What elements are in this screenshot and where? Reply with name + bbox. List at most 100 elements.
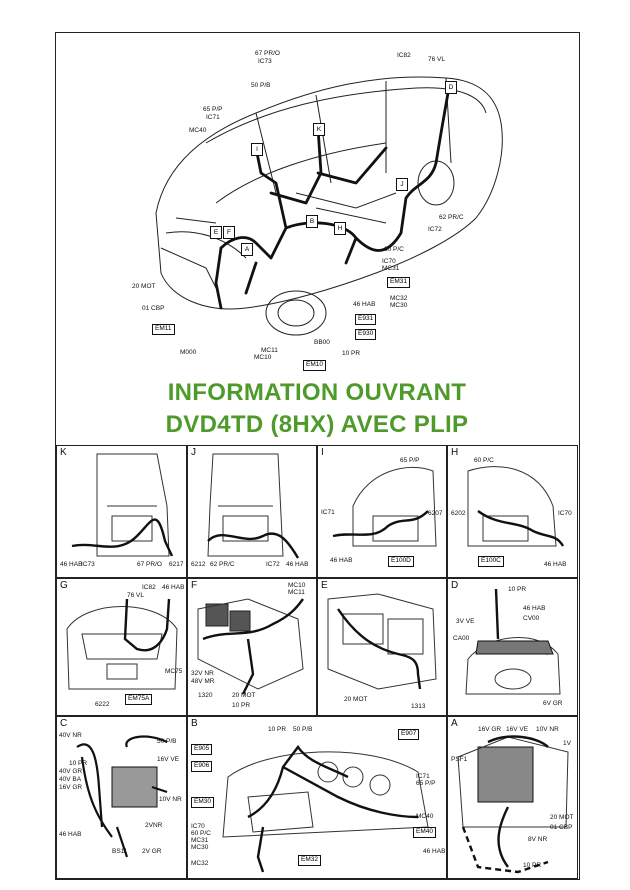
label-20-mot: 20 MOT (132, 283, 156, 290)
connector-em32: EM32 (298, 855, 321, 866)
panel-b-label: MC32 (191, 860, 209, 867)
panel-c-label: 16V GR (59, 784, 83, 791)
panel-g-label: 76 VL (127, 592, 144, 599)
label-bb00: BB00 (314, 339, 330, 346)
panel-b-label: MC40 (416, 813, 434, 820)
panel-a-drawing (457, 735, 569, 874)
label-01-cbp: 01 CBP (142, 305, 165, 312)
label-10-pr: 10 PR (342, 350, 361, 357)
panel-c-label: 10V NR (159, 796, 182, 803)
panel-e-drawing (327, 593, 437, 690)
panel-a-label: 01 CBP (550, 824, 573, 831)
panel-b-label: MC30 (191, 844, 209, 851)
panel-e-label: 20 MOT (344, 696, 368, 703)
overview-drawing: 67 PR/O IC73 50 P/B 65 P/P IC71 MC40 IC8… (56, 33, 578, 443)
label-ic71: IC71 (206, 114, 220, 121)
panel-j-label: IC72 (266, 561, 280, 568)
panel-a-label: 20 MOT (550, 814, 574, 821)
panel-h: H 60 P/C 6202 IC70 46 HAB E100C (447, 445, 578, 578)
panel-i-letter: I (321, 447, 324, 458)
label-67-pr-o: 67 PR/O (255, 50, 280, 57)
label-m000: M000 (180, 349, 197, 356)
label-ic82: IC82 (397, 52, 411, 59)
label-mc40: MC40 (189, 127, 207, 134)
connector-em31: EM31 (387, 277, 410, 288)
panel-b-label: 46 HAB (423, 848, 446, 855)
connector-e905: E905 (191, 744, 213, 755)
panel-k-label: IC73 (81, 561, 95, 568)
tag-j: J (396, 178, 408, 191)
panel-a-label: 16V GR (478, 726, 502, 733)
tag-h: H (334, 222, 346, 235)
panel-b-label: 10 PR (268, 726, 287, 733)
panel-j-label: 46 HAB (286, 561, 309, 568)
panel-g-letter: G (60, 580, 68, 591)
panel-c-label: 40V GR (59, 768, 83, 775)
panel-c-drawing (76, 735, 168, 858)
panel-i: I 65 P/P IC71 6207 46 HAB E100D (317, 445, 447, 578)
connector-em40: EM40 (413, 827, 436, 838)
panel-k: K 46 HAB IC73 67 PR/O 6217 (56, 445, 187, 578)
connector-e906: E906 (191, 761, 213, 772)
panel-f-label: 32V NR (191, 670, 214, 677)
panel-j-letter: J (191, 447, 196, 458)
panel-b-label: 65 P/P (416, 780, 436, 787)
panel-c-label: 2V GR (142, 848, 162, 855)
connector-e931: E931 (355, 314, 377, 325)
panel-d-label: 46 HAB (523, 605, 546, 612)
panel-b-label: IC70 (191, 823, 205, 830)
panel-i-label: IC71 (321, 509, 335, 516)
panel-f-label: MC10 (288, 582, 306, 589)
panel-f-label: 48V MR (191, 678, 215, 685)
panel-f-drawing (197, 598, 304, 695)
panel-k-label: 46 HAB (60, 561, 83, 568)
connector-e100d: E100D (388, 556, 414, 567)
panel-a-label: PSF1 (451, 756, 468, 763)
title-line-2: DVD4TD (8HX) AVEC PLIP (165, 411, 469, 438)
tag-f: F (223, 226, 235, 239)
panel-c-label: 40V NR (59, 732, 82, 739)
panel-j-label: 6212 (191, 561, 206, 568)
connector-e100c: E100C (478, 556, 504, 567)
panel-c: C 40V NR 50 P/B 10 PR 40V GR 40V BA 16V … (56, 716, 187, 879)
panel-f-label: 20 MOT (232, 692, 256, 699)
panel-f: F MC10 MC11 32V NR 48V MR 1320 20 MOT 10… (187, 578, 317, 716)
title-line-1: INFORMATION OUVRANT (167, 379, 467, 406)
label-mc11: MC11 (261, 347, 278, 354)
panel-a-label: 1V (563, 740, 571, 747)
panel-a: A 16V GR 16V VE 10V NR 1V PSF1 20 MOT 01… (447, 716, 578, 879)
panel-h-label: IC70 (558, 510, 572, 517)
panel-b: B 10 PR 50 P/B IC70 60 P/C MC31 MC30 MC3… (187, 716, 447, 879)
connector-em10: EM10 (303, 360, 326, 371)
panel-d-letter: D (451, 580, 459, 591)
panel-j: J 6212 62 PR/C IC72 46 HAB (187, 445, 317, 578)
panel-f-label: 10 PR (232, 702, 251, 709)
tag-k: K (313, 123, 325, 136)
connector-em75a: EM75A (125, 694, 153, 705)
panel-b-label: 60 P/C (191, 830, 211, 837)
panel-b-label: IC71 (416, 773, 430, 780)
panel-j-label: 62 PR/C (210, 561, 235, 568)
tag-d: D (445, 81, 457, 94)
panel-e: E 20 MOT 1313 (317, 578, 447, 716)
tag-e: E (210, 226, 222, 239)
panel-i-drawing (332, 466, 437, 547)
panel-c-letter: C (60, 718, 68, 729)
panel-g-label: MC75 (165, 668, 183, 675)
panel-a-label: 10V NR (536, 726, 559, 733)
panel-j-drawing (207, 453, 300, 559)
panel-f-letter: F (191, 580, 198, 591)
panel-b-label: MC31 (191, 837, 209, 844)
label-ic70: IC70 (382, 258, 396, 265)
label-mc10: MC10 (254, 354, 272, 361)
panel-b-drawing (222, 744, 429, 873)
connector-e930: E930 (355, 329, 377, 340)
panel-a-letter: A (451, 718, 458, 729)
label-mc32: MC32 (390, 295, 408, 302)
label-60-p-c: 60 P/C (384, 246, 404, 253)
panel-i-label: 6207 (428, 510, 443, 517)
panel-k-letter: K (60, 447, 67, 458)
panel-g-drawing (66, 598, 178, 690)
tag-a: A (241, 243, 253, 256)
panel-i-label: 46 HAB (330, 557, 353, 564)
